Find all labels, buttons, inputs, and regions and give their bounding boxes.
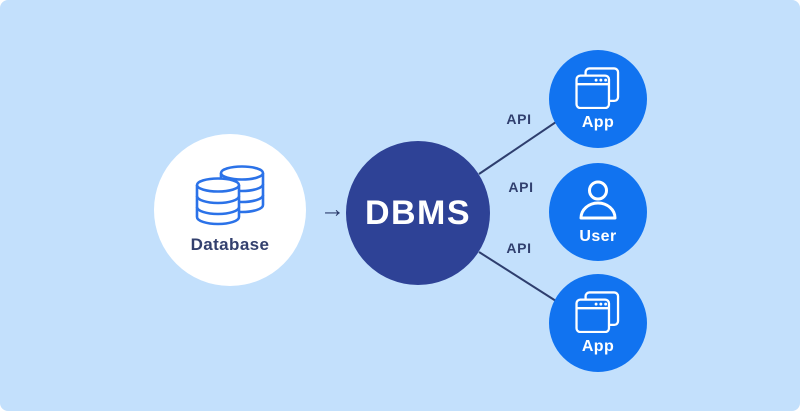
- api-label-top: API: [506, 111, 532, 127]
- api-label-bottom: API: [506, 240, 532, 256]
- right-arrow-icon: →: [320, 195, 345, 223]
- api-label-middle: API: [508, 179, 534, 195]
- dbms-node-label: DBMS: [364, 193, 472, 232]
- dbms-node: DBMS: [346, 141, 490, 285]
- app-node-bottom: App: [549, 274, 647, 372]
- database-node: Database: [154, 134, 306, 286]
- app-windows-icon: [575, 290, 620, 333]
- user-node: User: [549, 163, 647, 261]
- app-windows-icon: [575, 66, 620, 109]
- app-node-top: App: [549, 50, 647, 148]
- user-node-label: User: [579, 227, 617, 245]
- app-node-bottom-label: App: [581, 337, 615, 355]
- user-icon: [579, 180, 617, 219]
- database-cylinders-icon: [195, 165, 265, 226]
- connector-dbms-to-app-top: [478, 121, 557, 175]
- connector-dbms-to-app-bottom: [478, 251, 557, 302]
- database-node-label: Database: [190, 235, 270, 254]
- app-node-top-label: App: [581, 113, 615, 131]
